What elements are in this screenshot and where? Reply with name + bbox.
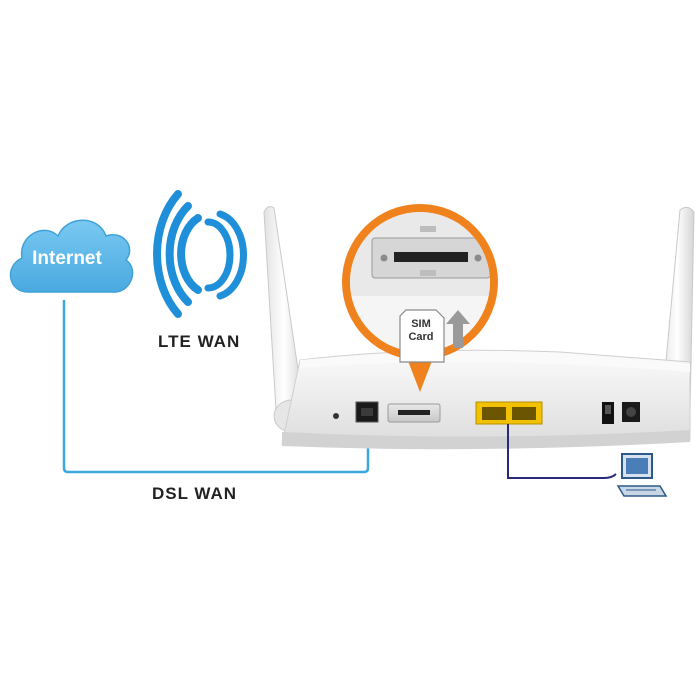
sim-card-label: SIM Card (398, 318, 444, 344)
router (281, 349, 691, 450)
computer-icon (616, 453, 668, 497)
dsl-wan-label: DSL WAN (152, 484, 238, 503)
sim-card-icon (399, 309, 445, 363)
reset-hole (333, 413, 339, 419)
lan-ports (475, 401, 543, 425)
lte-wan-label: LTE WAN (158, 332, 241, 351)
sim-card-label-line1: SIM (411, 318, 431, 330)
lan-line (507, 424, 617, 479)
up-arrow-icon (446, 310, 470, 348)
dsl-line (62, 300, 370, 474)
sim-card-label-line2: Card (408, 331, 434, 343)
cloud-icon (9, 219, 134, 293)
sim-zoom-callout (342, 204, 498, 392)
wireless-signal-icon (153, 190, 247, 318)
internet-label: Internet (32, 248, 102, 269)
